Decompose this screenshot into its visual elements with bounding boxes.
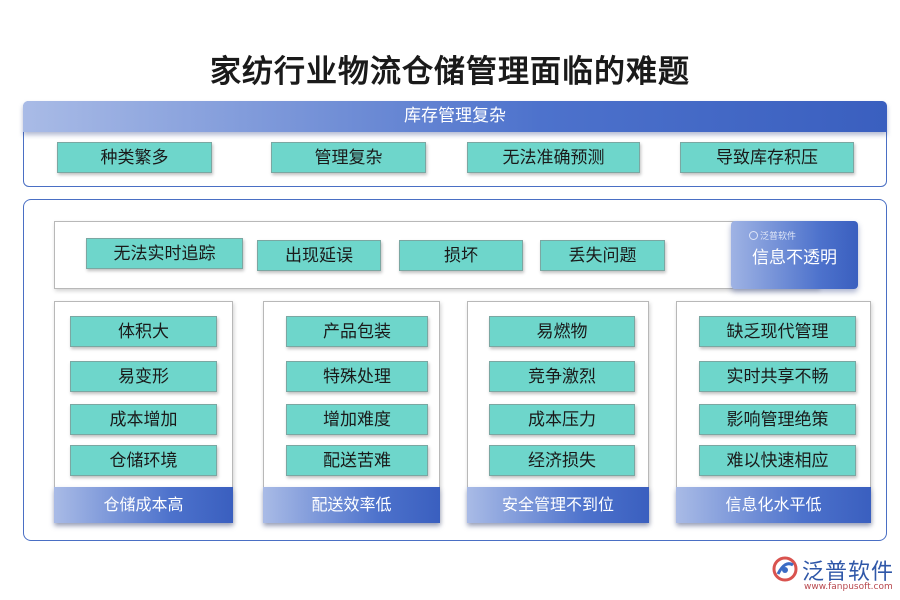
inventory-header: 库存管理复杂 xyxy=(23,101,887,132)
column-item: 成本压力 xyxy=(489,404,635,435)
column-item: 体积大 xyxy=(70,316,217,347)
info-item: 无法实时追踪 xyxy=(86,238,243,269)
inventory-item: 管理复杂 xyxy=(271,142,426,173)
column-item: 易变形 xyxy=(70,361,217,392)
column-item: 特殊处理 xyxy=(286,361,428,392)
column-item: 成本增加 xyxy=(70,404,217,435)
column-item: 实时共享不畅 xyxy=(699,361,856,392)
column-footer: 安全管理不到位 xyxy=(467,487,649,523)
column-footer: 信息化水平低 xyxy=(676,487,871,523)
info-item: 丢失问题 xyxy=(540,240,665,271)
column-item: 增加难度 xyxy=(286,404,428,435)
column-footer: 仓储成本高 xyxy=(54,487,233,523)
watermark-icon: 泛普软件 xyxy=(749,229,796,242)
column-item: 影响管理绝策 xyxy=(699,404,856,435)
column-item: 经济损失 xyxy=(489,445,635,476)
column-item: 缺乏现代管理 xyxy=(699,316,856,347)
column-item: 易燃物 xyxy=(489,316,635,347)
column-item: 产品包装 xyxy=(286,316,428,347)
info-opacity-tag: 泛普软件 信息不透明 xyxy=(731,221,858,289)
column-item: 配送苦难 xyxy=(286,445,428,476)
inventory-item: 种类繁多 xyxy=(57,142,212,173)
fanpu-logo-icon xyxy=(772,556,798,582)
watermark-text: 泛普软件 xyxy=(760,232,797,242)
column-item: 难以快速相应 xyxy=(699,445,856,476)
info-opacity-label: 信息不透明 xyxy=(752,248,837,268)
column-footer: 配送效率低 xyxy=(263,487,440,523)
column-item: 竞争激烈 xyxy=(489,361,635,392)
inventory-item: 无法准确预测 xyxy=(467,142,640,173)
info-item: 出现延误 xyxy=(257,240,381,271)
inventory-item: 导致库存积压 xyxy=(680,142,854,173)
logo-name: 泛普软件 xyxy=(802,560,895,585)
info-item: 损坏 xyxy=(399,240,523,271)
page-title: 家纺行业物流仓储管理面临的难题 xyxy=(210,54,690,90)
fanpu-logo: 泛普软件 www.fanpusoft.com xyxy=(770,552,895,596)
logo-url: www.fanpusoft.com xyxy=(804,582,893,592)
column-item: 仓储环境 xyxy=(70,445,217,476)
